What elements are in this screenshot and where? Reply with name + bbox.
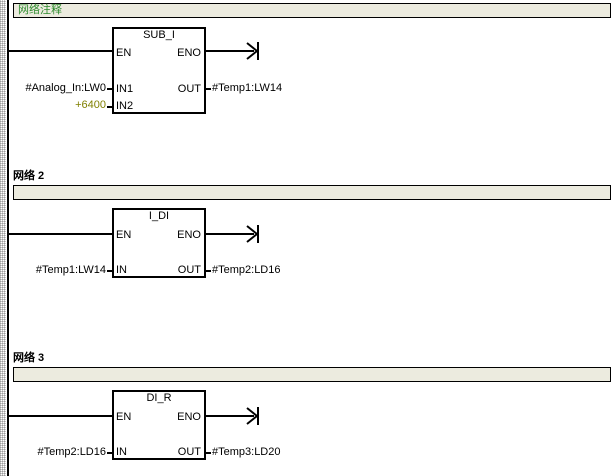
in2-stub <box>107 106 112 108</box>
eno-wire <box>206 233 254 235</box>
eno-wire <box>206 415 254 417</box>
out-stub <box>206 270 211 272</box>
network-3-title: 网络 3 <box>13 352 45 364</box>
di-r-block[interactable]: DI_R EN ENO IN OUT <box>112 390 206 460</box>
pin-en: EN <box>116 411 132 423</box>
pin-eno: ENO <box>177 47 201 59</box>
pin-in: IN <box>116 446 127 458</box>
operand-in[interactable]: #Temp1:LW14 <box>35 264 106 276</box>
in-stub <box>107 452 112 454</box>
pin-out: OUT <box>177 264 201 276</box>
pin-in2: IN2 <box>116 100 134 112</box>
pin-eno: ENO <box>177 411 201 423</box>
pin-en: EN <box>116 47 132 59</box>
network-2-title: 网络 2 <box>13 170 45 182</box>
operand-out[interactable]: #Temp3:LD20 <box>212 446 281 458</box>
in-stub <box>107 270 112 272</box>
operand-out[interactable]: #Temp2:LD16 <box>212 264 281 276</box>
operand-out[interactable]: #Temp1:LW14 <box>212 82 283 94</box>
operand-in2[interactable]: +6400 <box>75 99 106 111</box>
out-stub <box>206 88 211 90</box>
eno-arrow-icon <box>246 42 259 60</box>
pin-in1: IN1 <box>116 83 134 95</box>
pin-in: IN <box>116 264 127 276</box>
en-wire <box>9 415 113 417</box>
block-title: DI_R <box>146 392 172 404</box>
editor-margin <box>0 0 6 476</box>
network-2-comment[interactable] <box>13 185 611 200</box>
pin-out: OUT <box>177 446 201 458</box>
operand-in[interactable]: #Temp2:LD16 <box>37 446 107 458</box>
en-wire <box>9 233 113 235</box>
eno-arrow-icon <box>246 225 259 243</box>
block-title: I_DI <box>148 210 170 222</box>
in1-stub <box>107 88 112 90</box>
eno-arrow-icon <box>246 407 259 425</box>
left-power-rail <box>7 0 9 476</box>
network-3-comment[interactable] <box>13 367 611 382</box>
pin-out: OUT <box>177 83 201 95</box>
eno-wire <box>206 50 254 52</box>
sub-i-block[interactable]: SUB_I EN ENO IN1 OUT IN2 <box>112 27 206 114</box>
i-di-block[interactable]: I_DI EN ENO IN OUT <box>112 208 206 278</box>
block-title: SUB_I <box>143 29 175 41</box>
operand-in1[interactable]: #Analog_In:LW0 <box>25 82 106 94</box>
out-stub <box>206 452 211 454</box>
network-comment-text: 网络注释 <box>18 4 62 16</box>
pin-en: EN <box>116 229 132 241</box>
network-1-comment[interactable]: 网络注释 <box>13 3 611 18</box>
pin-eno: ENO <box>177 229 201 241</box>
en-wire <box>9 50 113 52</box>
